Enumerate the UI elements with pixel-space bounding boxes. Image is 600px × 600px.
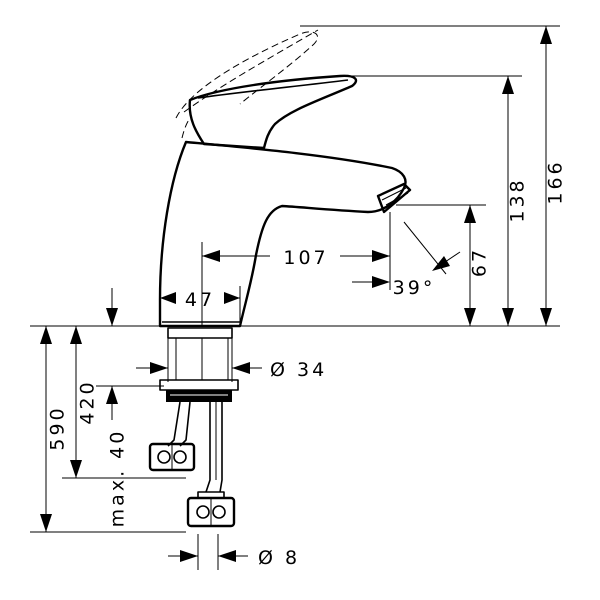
dim-spout-height: 138	[507, 177, 529, 222]
aerator-line	[381, 187, 407, 201]
dim-total-height: 166	[545, 159, 567, 204]
hose-right	[205, 402, 223, 493]
lever-inner	[197, 79, 349, 99]
faucet-body	[158, 140, 407, 328]
dim-body-width: 47	[185, 289, 215, 311]
fixing-nut	[166, 390, 232, 402]
hose-left	[167, 401, 191, 447]
dim-hose-diameter: Ø 8	[258, 547, 300, 569]
aerator	[376, 182, 412, 214]
dim-shank-diameter: Ø 34	[270, 359, 327, 381]
dim-projection: 107	[283, 247, 328, 269]
dim-outlet-angle: 39°	[393, 277, 436, 299]
shank-top	[167, 327, 233, 339]
fixing-washer	[159, 379, 239, 391]
lever-handle	[188, 74, 358, 150]
hose-fitting-right	[186, 491, 236, 528]
lever-open-position-2	[183, 29, 319, 113]
faucet-outline	[30, 29, 560, 328]
lever-open-position	[175, 31, 318, 119]
dimension-labels: 166 138 67 107 39° 47 Ø 34 590 420 max. …	[47, 159, 567, 569]
dim-max-thickness: max. 40	[107, 429, 129, 528]
dim-outlet-height: 67	[469, 247, 491, 277]
hose-fitting-left	[148, 442, 196, 472]
under-deck-assembly	[148, 327, 239, 528]
lever-open-position-3	[181, 117, 191, 139]
dim-hose-length: 590	[47, 405, 69, 450]
aerator-line-2	[385, 192, 409, 206]
dim-shank-length: 420	[77, 379, 99, 424]
dimension-lines	[30, 25, 560, 570]
